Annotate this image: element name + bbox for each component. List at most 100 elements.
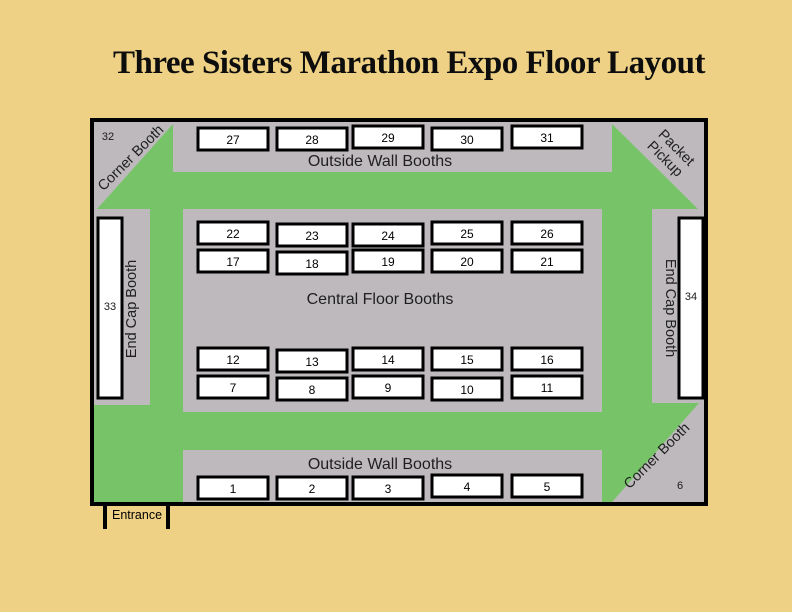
booth-29: 29	[351, 124, 425, 150]
booth-33-number: 33	[104, 301, 116, 313]
booth-31-box	[510, 124, 584, 150]
booth-7-number: 7	[230, 381, 237, 395]
booth-10: 10	[430, 376, 504, 402]
outside-wall-booths-bottom-label: Outside Wall Booths	[308, 456, 452, 473]
booth-20-number: 20	[460, 255, 474, 269]
booth-24-box	[351, 222, 425, 248]
booth-7: 7	[196, 374, 270, 400]
booth-13-number: 13	[305, 355, 319, 369]
booth-14: 14	[351, 346, 425, 372]
booth-11-number: 11	[541, 381, 554, 395]
end-cap-booth-left-label: End Cap Booth	[124, 260, 140, 358]
booth-21-box	[510, 248, 584, 274]
booth-29-box	[351, 124, 425, 150]
booth-31-number: 31	[540, 131, 554, 145]
booth-23-box	[275, 222, 349, 248]
booth-29-number: 29	[381, 131, 395, 145]
booth-1-number: 1	[230, 482, 237, 496]
booth-20-box	[430, 248, 504, 274]
booth-34-number: 34	[685, 291, 697, 303]
booth-31: 31	[510, 124, 584, 150]
booth-30: 30	[430, 126, 504, 152]
booth-12-number: 12	[226, 353, 240, 367]
booth-12-box	[196, 346, 270, 372]
entrance: Entrance	[103, 503, 170, 529]
booth-25: 25	[430, 220, 504, 246]
booth-19-box	[351, 248, 425, 274]
booth-17-number: 17	[226, 255, 240, 269]
booth-24: 24	[351, 222, 425, 248]
end-cap-booth-right-label: End Cap Booth	[662, 259, 678, 357]
booth-5-number: 5	[544, 480, 551, 494]
booth-14-box	[351, 346, 425, 372]
booth-24-number: 24	[381, 229, 395, 243]
booth-4: 4	[430, 473, 504, 499]
booth-15-number: 15	[460, 353, 474, 367]
booth-3-number: 3	[385, 482, 392, 496]
booth-18: 18	[275, 250, 349, 276]
entrance-right-tick	[166, 503, 170, 529]
booth-20: 20	[430, 248, 504, 274]
booth-11-box	[510, 374, 584, 400]
booth-16-box	[510, 346, 584, 372]
booth-13: 13	[275, 348, 349, 374]
booth-19-number: 19	[381, 255, 395, 269]
booth-1: 1	[196, 475, 270, 501]
end-cap-booth-right: 34 End Cap Booth	[662, 216, 705, 400]
booth-30-box	[430, 126, 504, 152]
booth-26-number: 26	[540, 227, 554, 241]
booth-22: 22	[196, 220, 270, 246]
page-title: Three Sisters Marathon Expo Floor Layout	[113, 45, 706, 81]
booth-11: 11	[510, 374, 584, 400]
entrance-label: Entrance	[112, 508, 162, 522]
booth-33-box	[96, 216, 124, 400]
booth-4-number: 4	[464, 480, 471, 494]
booth-18-number: 18	[305, 257, 319, 271]
booth-2: 2	[275, 475, 349, 501]
booth-10-box	[430, 376, 504, 402]
booth-21-number: 21	[540, 255, 554, 269]
booth-2-number: 2	[309, 482, 316, 496]
booth-17: 17	[196, 248, 270, 274]
central-floor-booths-label: Central Floor Booths	[307, 291, 454, 308]
booth-16-number: 16	[540, 353, 554, 367]
booth-25-box	[430, 220, 504, 246]
booth-23: 23	[275, 222, 349, 248]
booth-5: 5	[510, 473, 584, 499]
booth-25-number: 25	[460, 227, 474, 241]
booth-22-box	[196, 220, 270, 246]
end-cap-booth-left: 33 End Cap Booth	[96, 216, 140, 400]
booth-9-number: 9	[385, 381, 392, 395]
booth-28-number: 28	[305, 133, 319, 147]
booth-27-number: 27	[226, 133, 240, 147]
booth-23-number: 23	[305, 229, 319, 243]
booth-30-number: 30	[460, 133, 474, 147]
booth-19: 19	[351, 248, 425, 274]
entrance-left-tick	[103, 503, 107, 529]
booth-10-number: 10	[460, 383, 474, 397]
booth-1-box	[196, 475, 270, 501]
booth-9-box	[351, 374, 425, 400]
booth-17-box	[196, 248, 270, 274]
booth-12: 12	[196, 346, 270, 372]
booth-27: 27	[196, 126, 270, 152]
booth-26-box	[510, 220, 584, 246]
booth-5-box	[510, 473, 584, 499]
booth-26: 26	[510, 220, 584, 246]
booth-8-number: 8	[309, 383, 316, 397]
booth-32-number: 32	[102, 131, 114, 143]
booth-7-box	[196, 374, 270, 400]
booth-34-box	[677, 216, 705, 400]
booth-28: 28	[275, 126, 349, 152]
booth-8: 8	[275, 376, 349, 402]
booth-3-box	[351, 475, 425, 501]
booth-15-box	[430, 346, 504, 372]
booth-8-box	[275, 376, 349, 402]
booth-18-box	[275, 250, 349, 276]
booth-15: 15	[430, 346, 504, 372]
booth-4-box	[430, 473, 504, 499]
booth-21: 21	[510, 248, 584, 274]
booth-9: 9	[351, 374, 425, 400]
booth-2-box	[275, 475, 349, 501]
